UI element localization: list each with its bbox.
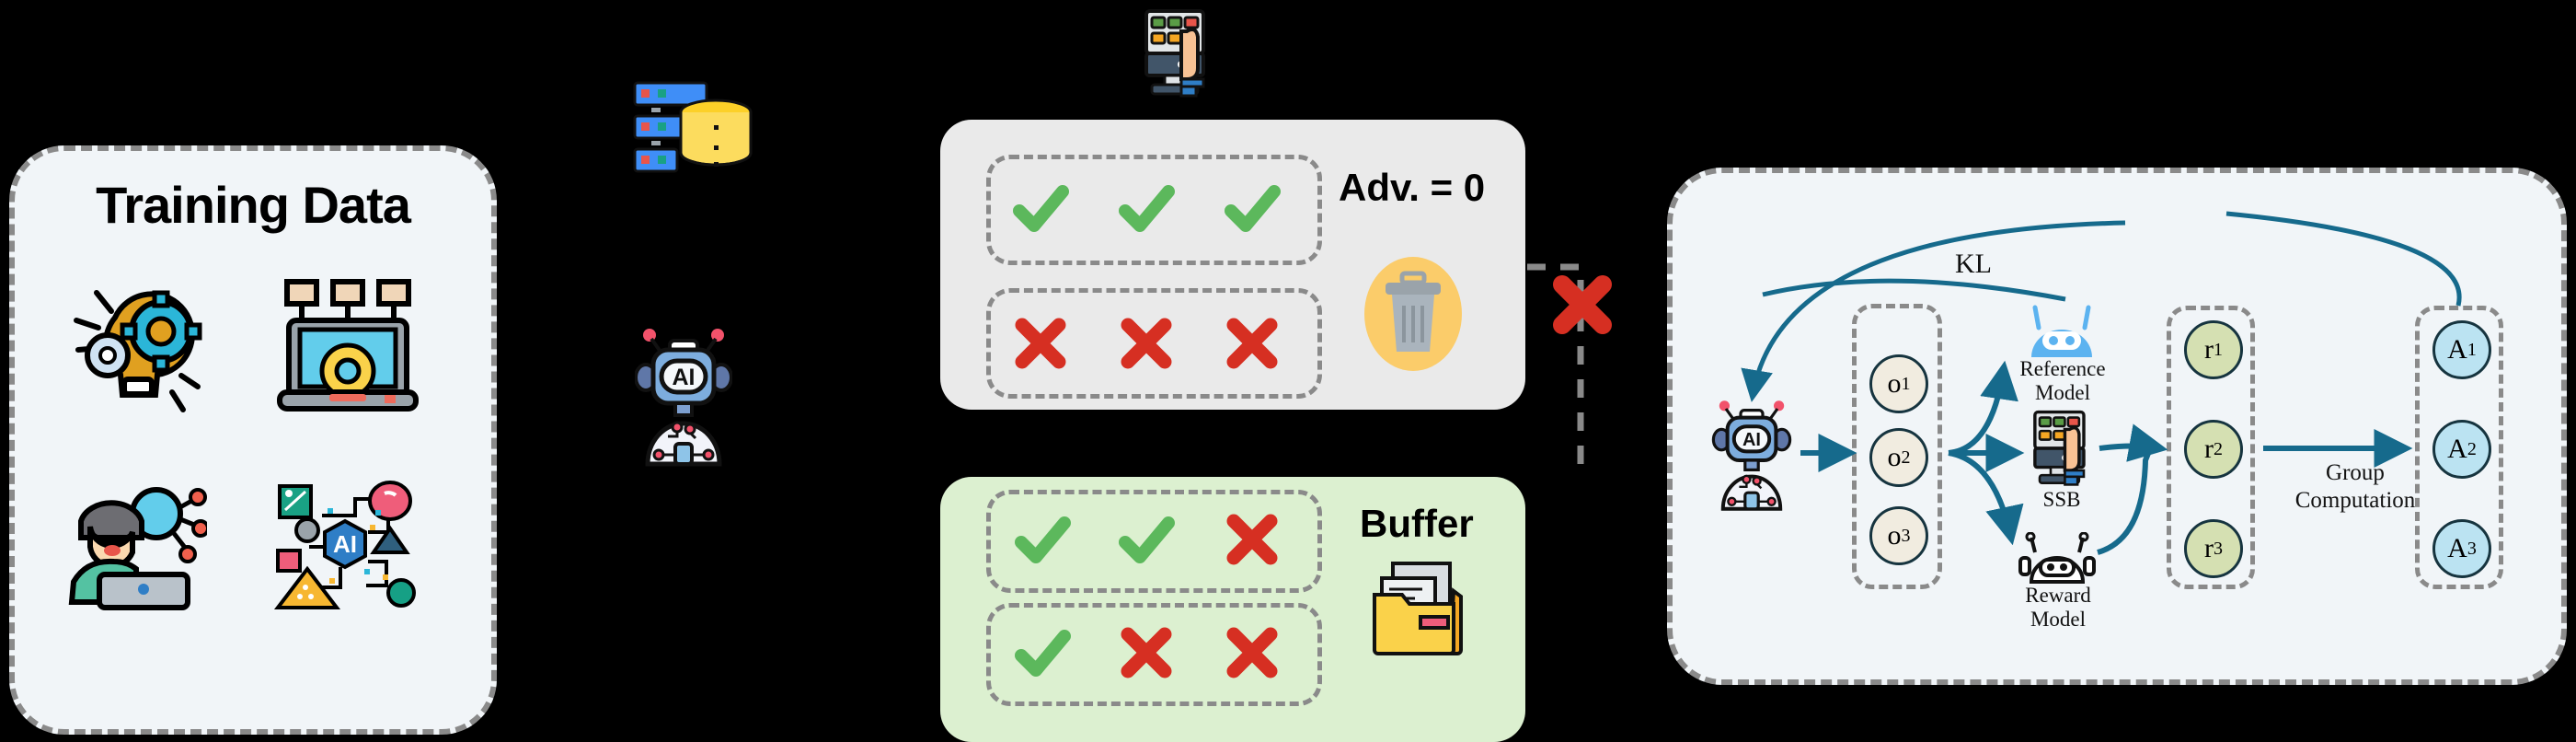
group-computation-label-2: Computation xyxy=(2294,488,2416,513)
reward-node-sub: 3 xyxy=(2214,538,2223,559)
output-node-sub: 2 xyxy=(1901,446,1911,468)
adv-row-checks xyxy=(986,155,1322,265)
buffer-label: Buffer xyxy=(1360,502,1474,545)
laptop-gear-icon xyxy=(276,274,419,417)
rewards-group-box xyxy=(2167,306,2255,589)
output-node-sub: 3 xyxy=(1901,525,1911,546)
trash-icon xyxy=(1363,256,1463,372)
advantage-node-label: A xyxy=(2447,533,2467,563)
check-icon xyxy=(1116,511,1177,572)
reward-node-sub: 2 xyxy=(2214,438,2223,459)
adv-row-crosses xyxy=(986,288,1322,399)
output-node-label: o xyxy=(1887,442,1902,472)
advantage-node-sub: 1 xyxy=(2467,339,2477,360)
training-data-panel xyxy=(9,145,497,735)
group-computation-label-1: Group xyxy=(2326,460,2385,485)
buffer-row-2 xyxy=(986,603,1322,706)
buffer-row-1 xyxy=(986,490,1322,593)
svg-text:AI: AI xyxy=(673,365,696,390)
advantage-node-label: A xyxy=(2447,334,2467,365)
ai-robot-icon: AI xyxy=(1711,394,1792,512)
reward-model-label-1: Reward xyxy=(2025,584,2091,607)
cross-icon xyxy=(1222,509,1282,570)
page-title: Training Data xyxy=(96,176,411,234)
reward-node-sub: 1 xyxy=(2214,339,2223,360)
ssb-screen-hand-icon xyxy=(2029,409,2095,488)
check-icon xyxy=(1012,624,1073,685)
output-node-sub: 1 xyxy=(1901,373,1911,394)
reference-robot-icon xyxy=(2022,302,2101,359)
advantage-node-sub: 3 xyxy=(2467,538,2477,559)
ai-robot-icon: AI xyxy=(635,320,732,468)
reward-node-label: r xyxy=(2204,533,2214,563)
advantages-group-box xyxy=(2415,306,2503,589)
cross-icon xyxy=(1010,313,1071,374)
check-icon xyxy=(1116,180,1177,240)
svg-text:AI: AI xyxy=(1742,430,1761,450)
kl-label: KL xyxy=(1955,249,1992,279)
advantage-node-sub: 2 xyxy=(2467,438,2477,459)
server-database-icon xyxy=(631,79,760,180)
lightbulb-gear-icon xyxy=(60,276,212,419)
ssb-label: SSB xyxy=(2042,488,2081,511)
cross-icon xyxy=(1116,622,1177,683)
reward-node-label: r xyxy=(2204,334,2214,365)
red-x-icon xyxy=(1549,272,1616,338)
reward-node-label: r xyxy=(2204,434,2214,464)
reference-model-label-2: Model xyxy=(2034,381,2091,404)
person-network-icon xyxy=(55,479,207,612)
cross-icon xyxy=(1116,313,1177,374)
check-icon xyxy=(1222,180,1282,240)
svg-text:AI: AI xyxy=(333,530,357,558)
reward-model-label-2: Model xyxy=(2030,608,2087,631)
adv-label: Adv. = 0 xyxy=(1339,166,1486,209)
output-node-label: o xyxy=(1887,368,1902,399)
reference-model-label-1: Reference xyxy=(2019,357,2106,380)
check-icon xyxy=(1010,180,1071,240)
folder-files-icon xyxy=(1369,560,1468,661)
ssb-screen-hand-icon xyxy=(1139,7,1216,99)
ai-network-icon: AI xyxy=(272,477,418,615)
check-icon xyxy=(1012,511,1073,572)
cross-icon xyxy=(1222,622,1282,683)
cross-icon xyxy=(1222,313,1282,374)
reward-robot-icon xyxy=(2018,532,2096,585)
output-node-label: o xyxy=(1887,520,1902,551)
advantage-node-label: A xyxy=(2447,434,2467,464)
